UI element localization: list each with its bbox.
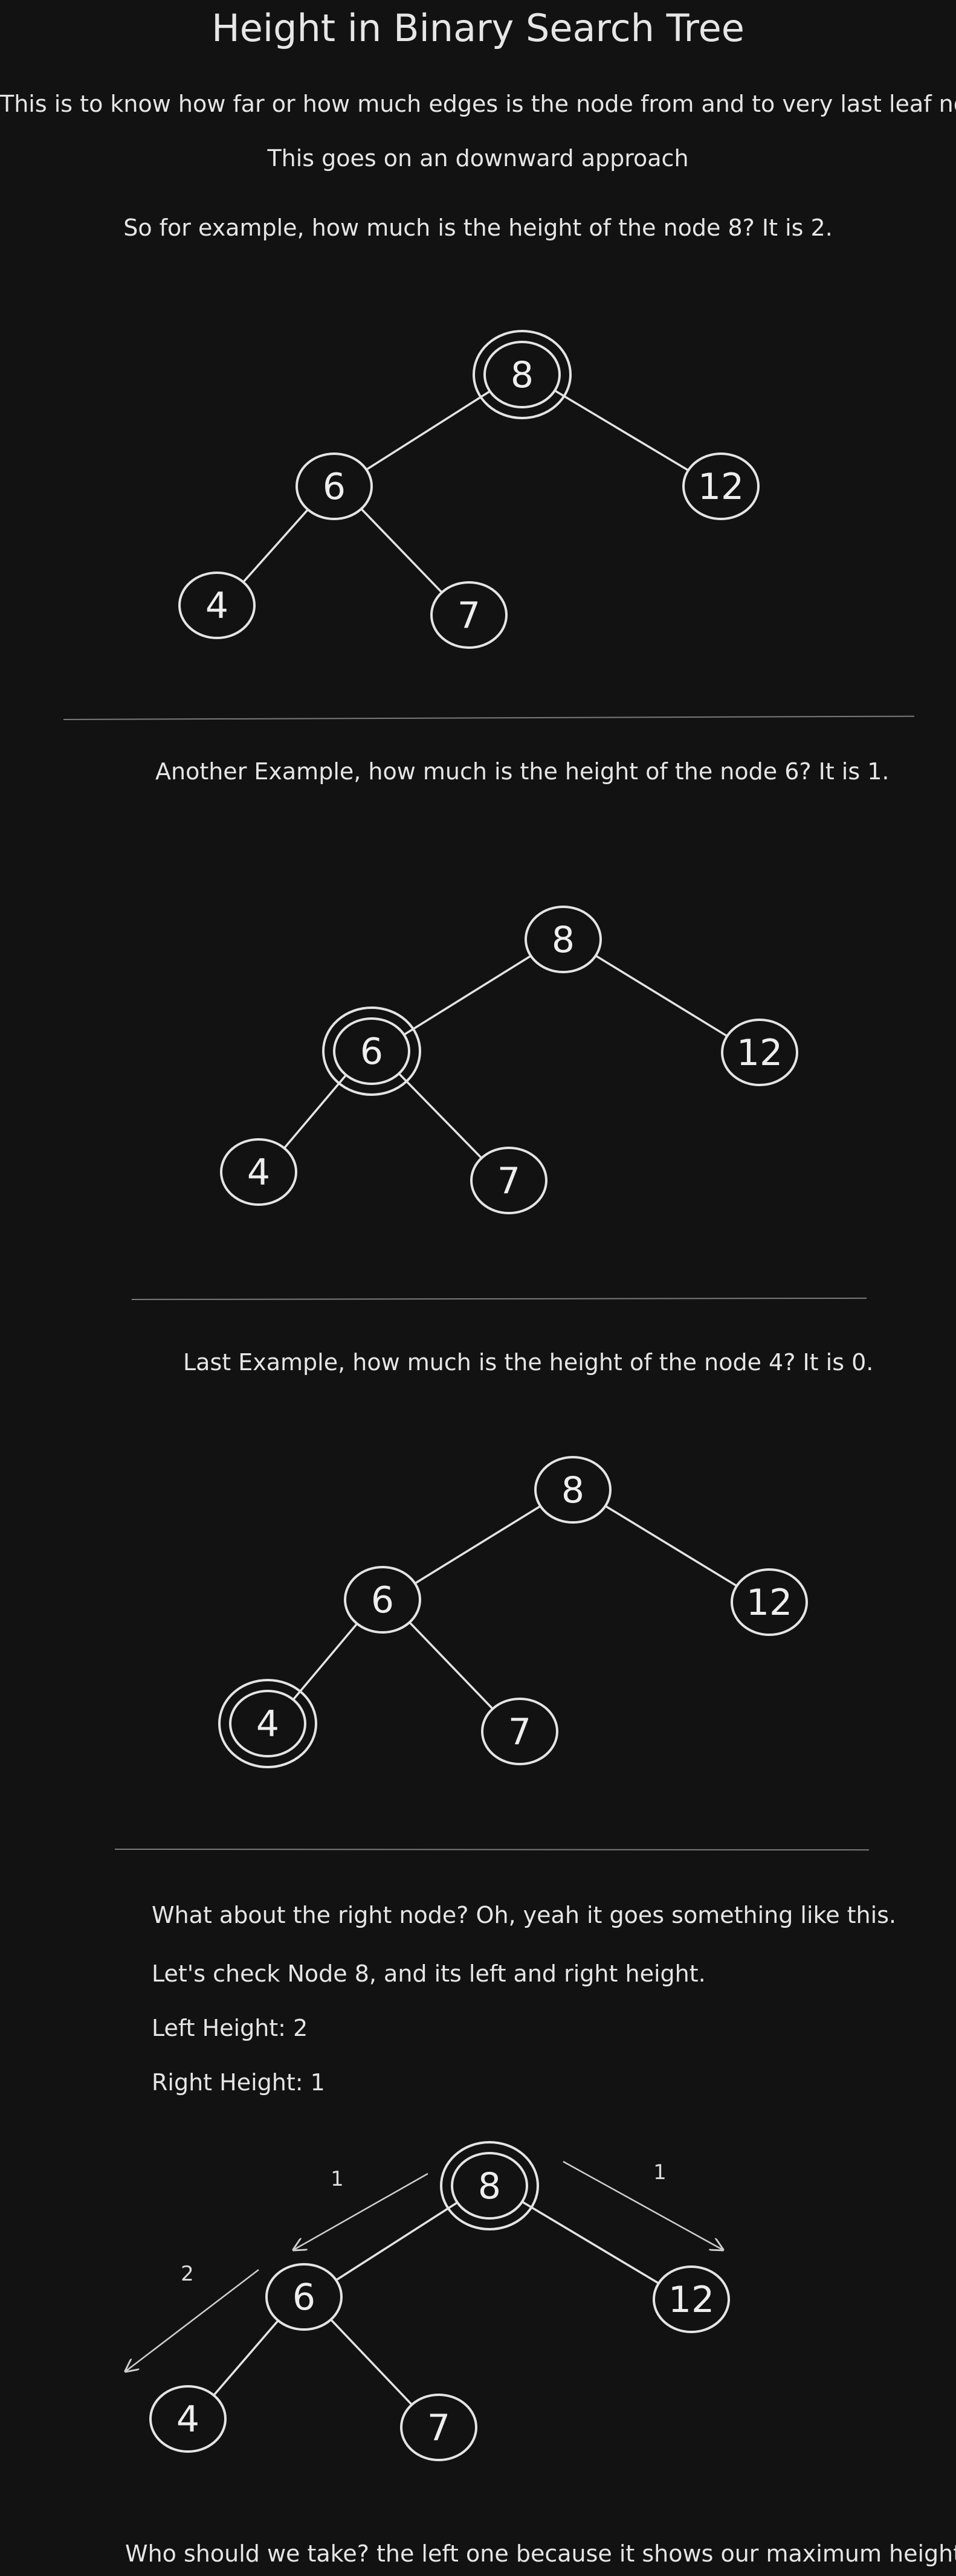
tree-3-edge-8-12 <box>604 1505 738 1587</box>
tree-2-edge-6-7 <box>398 1072 483 1159</box>
tree-4-node-label-12: 12 <box>668 2279 714 2321</box>
tree-2-node-12: 12 <box>721 1019 798 1086</box>
tree-2-edge-8-6 <box>403 955 532 1036</box>
tree-1-node-4: 4 <box>178 572 256 639</box>
intro-line-1: This is to know how far or how much edge… <box>0 91 956 117</box>
tree-3-node-12: 12 <box>731 1568 808 1636</box>
arrow-left-inner-label: 1 <box>331 2167 344 2191</box>
tree-2-node-label-4: 4 <box>247 1151 270 1194</box>
tree-1-edge-6-4 <box>242 509 309 583</box>
example-1-question: So for example, how much is the height o… <box>123 214 833 241</box>
tree-1-edge-8-12 <box>554 389 689 472</box>
tree-3-node-8: 8 <box>534 1456 612 1524</box>
tree-4-edge-8-12 <box>522 2200 659 2285</box>
tree-2-node-label-6: 6 <box>360 1031 383 1073</box>
tree-1-node-label-7: 7 <box>457 594 480 637</box>
tree-2-node-label-7: 7 <box>497 1160 520 1202</box>
tree-2-node-6: 6 <box>322 1006 421 1096</box>
tree-2-node-7: 7 <box>470 1147 547 1214</box>
tree-4-node-label-4: 4 <box>176 2398 199 2441</box>
tree-4-node-label-6: 6 <box>292 2276 315 2319</box>
example-3-question: Last Example, how much is the height of … <box>183 1349 874 1376</box>
tree-4-edge-6-7 <box>330 2319 413 2406</box>
tree-1-node-label-6: 6 <box>323 466 346 508</box>
tree-1-node-7: 7 <box>430 581 508 649</box>
left-height-label: Left Height: 2 <box>152 2015 308 2041</box>
tree-3-node-label-4: 4 <box>256 1703 279 1745</box>
arrow-right <box>563 2160 723 2250</box>
tree-2-node-4: 4 <box>220 1138 297 1206</box>
right-height-label: Right Height: 1 <box>152 2069 325 2096</box>
example-2-question: Another Example, how much is the height … <box>155 758 890 785</box>
tree-2-node-8: 8 <box>525 906 602 973</box>
tree-1-node-6: 6 <box>296 452 373 520</box>
tree-4-node-6: 6 <box>265 2263 343 2331</box>
tree-4-node-7: 7 <box>400 2394 477 2461</box>
tree-3-node-4: 4 <box>218 1679 317 1768</box>
tree-4-node-12: 12 <box>653 2265 730 2333</box>
tree-2-highlight-ring <box>322 1006 421 1096</box>
tree-3-node-6: 6 <box>344 1566 421 1634</box>
tree-2-node-label-8: 8 <box>552 919 575 961</box>
tree-4-edge-6-4 <box>213 2319 279 2397</box>
page-title: Height in Binary Search Tree <box>212 6 744 50</box>
right-node-line-1: What about the right node? Oh, yeah it g… <box>152 1902 897 1928</box>
tree-3-edge-8-6 <box>414 1505 541 1585</box>
tree-1-edge-6-7 <box>360 508 443 593</box>
tree-3-node-label-8: 8 <box>561 1469 584 1512</box>
arrow-left-outer <box>126 2269 259 2371</box>
arrow-right-label: 1 <box>653 2160 667 2185</box>
tree-4-node-8: 8 <box>440 2141 539 2230</box>
tree-4-node-label-7: 7 <box>427 2407 450 2449</box>
tree-2-edge-6-4 <box>283 1074 347 1149</box>
tree-4-node-label-8: 8 <box>478 2165 501 2207</box>
tree-3: 8 6 12 4 7 <box>218 1456 808 1768</box>
arrow-left-inner <box>294 2172 428 2250</box>
tree-3-node-label-12: 12 <box>746 1582 792 1624</box>
tree-1-edge-8-6 <box>366 390 491 471</box>
conclusion-text: Who should we take? the left one because… <box>125 2540 956 2567</box>
tree-1-node-label-12: 12 <box>698 466 744 508</box>
tree-1-node-8: 8 <box>473 330 572 419</box>
tree-3-node-label-6: 6 <box>371 1579 394 1621</box>
tree-4-edge-8-6 <box>335 2201 458 2281</box>
tree-4-node-4: 4 <box>149 2385 227 2453</box>
arrow-left-outer-label: 2 <box>181 2262 194 2286</box>
tree-2: 8 6 12 4 7 <box>220 906 798 1214</box>
tree-1: 8 6 12 4 7 <box>178 330 760 649</box>
tree-3-node-7: 7 <box>481 1698 558 1765</box>
tree-2-node-label-12: 12 <box>737 1032 783 1074</box>
tree-4-highlight-ring <box>440 2141 539 2230</box>
tree-1-node-12: 12 <box>682 452 760 520</box>
tree-3-node-label-7: 7 <box>508 1711 531 1753</box>
tree-1-highlight-ring <box>473 330 572 419</box>
intro-line-2: This goes on an downward approach <box>267 145 689 172</box>
tree-1-node-label-8: 8 <box>511 354 534 396</box>
tree-1-node-label-4: 4 <box>205 585 228 627</box>
tree-2-edge-8-12 <box>595 955 728 1037</box>
tree-3-edge-6-4 <box>292 1623 358 1701</box>
right-node-line-2: Let's check Node 8, and its left and rig… <box>152 1960 706 1987</box>
tree-3-highlight-ring <box>218 1679 317 1768</box>
tree-3-edge-6-7 <box>409 1621 494 1710</box>
